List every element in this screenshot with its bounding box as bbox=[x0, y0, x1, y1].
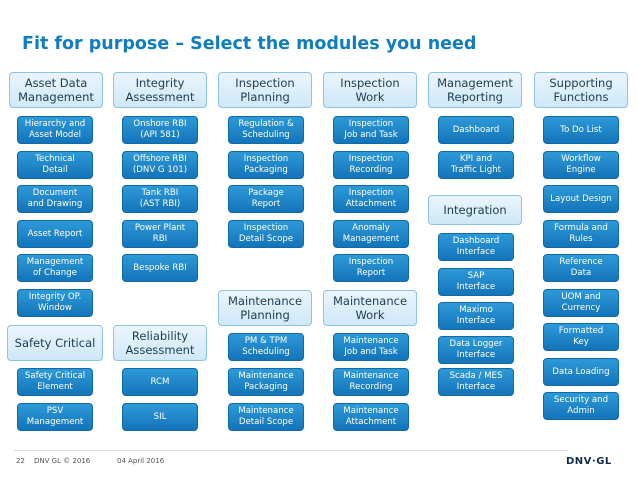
footer-divider bbox=[14, 450, 568, 451]
module-scada-mes-interface[interactable]: Scada / MES Interface bbox=[438, 368, 514, 396]
module-psv-management[interactable]: PSV Management bbox=[17, 403, 93, 431]
module-dashboard[interactable]: Dashboard bbox=[438, 116, 514, 144]
footer-page-number: 22 bbox=[16, 457, 25, 465]
module-workflow-engine[interactable]: Workflow Engine bbox=[543, 151, 619, 179]
module-management-of-change[interactable]: Management of Change bbox=[17, 254, 93, 282]
module-sil[interactable]: SIL bbox=[122, 403, 198, 431]
footer-date: 04 April 2016 bbox=[117, 457, 165, 465]
module-inspection-detail-scope[interactable]: Inspection Detail Scope bbox=[228, 220, 304, 248]
module-tank-rbi[interactable]: Tank RBI (AST RBI) bbox=[122, 185, 198, 213]
module-inspection-report[interactable]: Inspection Report bbox=[333, 254, 409, 282]
module-formula-rules[interactable]: Formula and Rules bbox=[543, 220, 619, 248]
module-sap-interface[interactable]: SAP Interface bbox=[438, 268, 514, 296]
module-uom-currency[interactable]: UOM and Currency bbox=[543, 289, 619, 317]
slide-title: Fit for purpose – Select the modules you… bbox=[22, 34, 477, 54]
header-management-reporting[interactable]: Management Reporting bbox=[428, 72, 522, 108]
header-maintenance-planning[interactable]: Maintenance Planning bbox=[218, 290, 312, 326]
header-supporting-functions[interactable]: Supporting Functions bbox=[534, 72, 628, 108]
module-document-drawing[interactable]: Document and Drawing bbox=[17, 185, 93, 213]
header-integration[interactable]: Integration bbox=[428, 195, 522, 225]
module-inspection-recording[interactable]: Inspection Recording bbox=[333, 151, 409, 179]
module-maintenance-detail-scope[interactable]: Maintenance Detail Scope bbox=[228, 403, 304, 431]
module-power-plant-rbi[interactable]: Power Plant RBI bbox=[122, 220, 198, 248]
dnv-gl-logo: DNV·GL bbox=[566, 456, 612, 467]
module-anomaly-management[interactable]: Anomaly Management bbox=[333, 220, 409, 248]
module-hierarchy-asset-model[interactable]: Hierarchy and Asset Model bbox=[17, 116, 93, 144]
header-integrity-assessment[interactable]: Integrity Assessment bbox=[113, 72, 207, 108]
module-inspection-packaging[interactable]: Inspection Packaging bbox=[228, 151, 304, 179]
module-maintenance-recording[interactable]: Maintenance Recording bbox=[333, 368, 409, 396]
module-data-loading[interactable]: Data Loading bbox=[543, 358, 619, 386]
module-maintenance-attachment[interactable]: Maintenance Attachment bbox=[333, 403, 409, 431]
module-maximo-interface[interactable]: Maximo Interface bbox=[438, 302, 514, 330]
module-regulation-scheduling[interactable]: Regulation & Scheduling bbox=[228, 116, 304, 144]
module-package-report[interactable]: Package Report bbox=[228, 185, 304, 213]
module-dashboard-interface[interactable]: Dashboard Interface bbox=[438, 233, 514, 261]
module-security-admin[interactable]: Security and Admin bbox=[543, 392, 619, 420]
header-inspection-work[interactable]: Inspection Work bbox=[323, 72, 417, 108]
module-pm-tpm-scheduling[interactable]: PM & TPM Scheduling bbox=[228, 333, 304, 361]
module-to-do-list[interactable]: To Do List bbox=[543, 116, 619, 144]
header-safety-critical[interactable]: Safety Critical bbox=[7, 325, 103, 361]
module-integrity-op-window[interactable]: Integrity OP. Window bbox=[17, 289, 93, 317]
module-rcm[interactable]: RCM bbox=[122, 368, 198, 396]
module-offshore-rbi[interactable]: Offshore RBI (DNV G 101) bbox=[122, 151, 198, 179]
header-maintenance-work[interactable]: Maintenance Work bbox=[323, 290, 417, 326]
footer-copyright: DNV GL © 2016 bbox=[34, 457, 91, 465]
module-inspection-attachment[interactable]: Inspection Attachment bbox=[333, 185, 409, 213]
module-technical-detail[interactable]: Technical Detail bbox=[17, 151, 93, 179]
module-bespoke-rbi[interactable]: Bespoke RBI bbox=[122, 254, 198, 282]
header-inspection-planning[interactable]: Inspection Planning bbox=[218, 72, 312, 108]
module-kpi-traffic-light[interactable]: KPI and Traffic Light bbox=[438, 151, 514, 179]
module-layout-design[interactable]: Layout Design bbox=[543, 185, 619, 213]
module-asset-report[interactable]: Asset Report bbox=[17, 220, 93, 248]
module-data-logger-interface[interactable]: Data Logger Interface bbox=[438, 336, 514, 364]
header-asset-data-management[interactable]: Asset Data Management bbox=[9, 72, 103, 108]
module-formatted-key[interactable]: Formatted Key bbox=[543, 323, 619, 351]
module-inspection-job-task[interactable]: Inspection Job and Task bbox=[333, 116, 409, 144]
module-safety-critical-element[interactable]: Safety Critical Element bbox=[17, 368, 93, 396]
module-reference-data[interactable]: Reference Data bbox=[543, 254, 619, 282]
module-maintenance-packaging[interactable]: Maintenance Packaging bbox=[228, 368, 304, 396]
module-onshore-rbi[interactable]: Onshore RBI (API 581) bbox=[122, 116, 198, 144]
module-maintenance-job-task[interactable]: Maintenance Job and Task bbox=[333, 333, 409, 361]
header-reliability-assessment[interactable]: Reliability Assessment bbox=[113, 325, 207, 361]
